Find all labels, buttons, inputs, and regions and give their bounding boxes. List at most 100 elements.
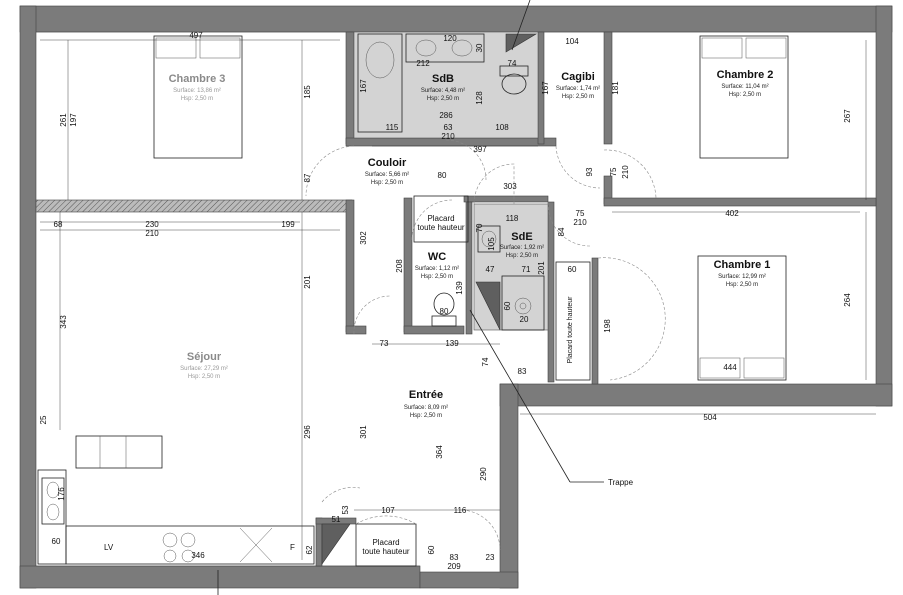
dim: 201	[303, 275, 312, 289]
room-chambre3: Chambre 3 Surface: 13,86 m² Hsp: 2,50 m	[169, 73, 226, 102]
bed-chambre3	[153, 35, 243, 159]
washbasin-sde	[477, 225, 501, 253]
dim: 167	[541, 81, 550, 95]
room-name: SdE	[511, 231, 532, 243]
dim: 60	[503, 301, 512, 310]
bed-chambre1	[697, 255, 787, 381]
dim: 497	[189, 31, 203, 40]
furniture	[37, 33, 789, 567]
bathtub	[357, 33, 403, 133]
dim: 197	[69, 113, 78, 127]
svg-text:toute hauteur: toute hauteur	[417, 223, 464, 232]
room-name: SdB	[432, 73, 454, 85]
dim: 346	[191, 551, 205, 560]
dim: 364	[435, 445, 444, 459]
dim: 60	[427, 545, 436, 554]
dim: 20	[520, 315, 529, 324]
dim: 120	[443, 34, 457, 43]
dim: 230	[145, 220, 159, 229]
room-hsp: Hsp: 2,50 m	[188, 374, 220, 380]
kitchen-island	[75, 435, 163, 469]
dim: 93	[585, 167, 594, 176]
dim: 176	[57, 487, 66, 501]
dim: 83	[518, 367, 527, 376]
room-couloir: Couloir Surface: 5,66 m² Hsp: 2,50 m	[365, 157, 409, 186]
dim: 444	[723, 363, 737, 372]
dim: 118	[506, 214, 519, 223]
room-hsp: Hsp: 2,50 m	[421, 274, 453, 280]
dim: 60	[52, 537, 61, 546]
fridge-label: F	[290, 543, 295, 552]
room-hsp: Hsp: 2,50 m	[506, 253, 538, 259]
dim: 402	[725, 209, 739, 218]
dim: 104	[565, 37, 579, 46]
dim: 23	[486, 553, 495, 562]
room-surface: Surface: 12,99 m²	[718, 274, 766, 280]
room-surface: Surface: 1,92 m²	[500, 245, 544, 251]
dim: 139	[445, 339, 459, 348]
dim: 80	[438, 171, 447, 180]
dim: 47	[486, 265, 495, 274]
room-hsp: Hsp: 2,50 m	[427, 96, 459, 102]
room-hsp: Hsp: 2,50 m	[729, 92, 761, 98]
room-surface: Surface: 13,86 m²	[173, 88, 221, 94]
placard-entree-label: Placard toute hauteur	[362, 538, 409, 556]
room-hsp: Hsp: 2,50 m	[562, 94, 594, 100]
room-name: WC	[428, 251, 446, 263]
room-cagibi: Cagibi Surface: 1,74 m² Hsp: 2,50 m	[556, 71, 600, 100]
dim: 73	[380, 339, 389, 348]
room-surface: Surface: 8,09 m²	[404, 405, 448, 411]
room-name: Séjour	[187, 351, 222, 363]
dim: 83	[450, 553, 459, 562]
dim: 74	[508, 59, 517, 68]
dim: 80	[440, 307, 449, 316]
room-surface: Surface: 4,48 m²	[421, 88, 465, 94]
dim: 212	[416, 59, 430, 68]
room-sejour: Séjour Surface: 27,29 m² Hsp: 2,50 m	[180, 351, 228, 380]
dim: 30	[475, 43, 484, 52]
placard-entree-box	[355, 523, 417, 567]
room-name: Chambre 2	[717, 69, 774, 81]
dim: 201	[537, 261, 546, 275]
dim: 504	[703, 413, 717, 422]
dim: 261	[59, 113, 68, 127]
cooktop	[162, 532, 196, 563]
dim: 181	[611, 81, 620, 95]
dim: 63	[444, 123, 453, 132]
room-hsp: Hsp: 2,50 m	[410, 413, 442, 419]
dim: 115	[386, 123, 399, 132]
dim: 210	[145, 229, 159, 238]
room-surface: Surface: 1,12 m²	[415, 266, 459, 272]
toilet-wc	[431, 315, 457, 327]
dim: 108	[495, 123, 509, 132]
room-sde: SdE Surface: 1,92 m² Hsp: 2,50 m	[500, 231, 544, 259]
dim: 296	[303, 425, 312, 439]
dim: 286	[439, 111, 453, 120]
bed-chambre2	[699, 35, 789, 159]
room-name: Cagibi	[561, 71, 595, 83]
dim: 343	[59, 315, 68, 329]
room-name: Chambre 1	[714, 259, 771, 271]
dim: 397	[473, 145, 487, 154]
room-name: Chambre 3	[169, 73, 226, 85]
dim: 167	[359, 79, 368, 93]
dimension-labels: 497 261 197 185 120 212 30 74 167 128 28…	[39, 31, 852, 571]
dim: 139	[455, 281, 464, 295]
svg-text:toute hauteur: toute hauteur	[362, 547, 409, 556]
dim: 25	[39, 415, 48, 424]
dim: 267	[843, 109, 852, 123]
room-name: Couloir	[368, 157, 407, 169]
room-name: Entrée	[409, 389, 443, 401]
dim: 210	[573, 218, 587, 227]
dim: 208	[395, 259, 404, 273]
room-surface: Surface: 27,29 m²	[180, 366, 228, 372]
dim: 51	[332, 515, 341, 524]
shower	[501, 275, 545, 331]
placard-couloir-box	[413, 195, 469, 243]
room-surface: Surface: 5,66 m²	[365, 172, 409, 178]
dim: 87	[303, 173, 312, 182]
room-surface: Surface: 11,04 m²	[721, 84, 768, 90]
room-wc: WC Surface: 1,12 m² Hsp: 2,50 m	[415, 251, 459, 280]
room-hsp: Hsp: 2,50 m	[181, 96, 213, 102]
